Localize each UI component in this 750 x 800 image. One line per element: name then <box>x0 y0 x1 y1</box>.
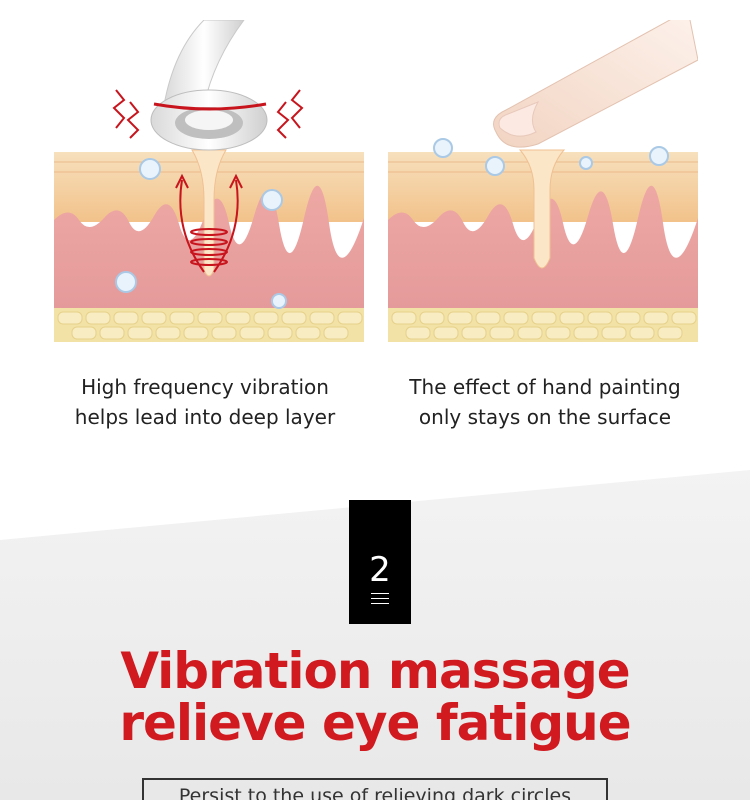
caption-hand-painting: The effect of hand painting only stays o… <box>385 372 705 432</box>
skin-layers-illustration <box>54 20 364 342</box>
headline-line1: Vibration massage <box>120 642 630 700</box>
headline-line2: relieve eye fatigue <box>119 694 631 752</box>
caption-vibration-line1: High frequency vibration <box>81 375 329 399</box>
caption-vibration-line2: helps lead into deep layer <box>74 405 336 429</box>
skin-diagram-vibration <box>54 20 364 350</box>
menu-lines-icon <box>371 593 389 608</box>
zigzag-vibration-icon <box>112 89 304 139</box>
subtitle-text: Persist to the use of relieving dark cir… <box>178 785 572 800</box>
section-number-badge: 2 <box>349 500 411 624</box>
caption-hand-line2: only stays on the surface <box>418 405 672 429</box>
caption-vibration: High frequency vibration helps lead into… <box>45 372 365 432</box>
subtitle-box <box>142 778 608 800</box>
massage-wand-icon <box>150 20 268 151</box>
skin-layers-illustration-hand <box>388 20 698 342</box>
caption-hand-line1: The effect of hand painting <box>409 375 681 399</box>
water-bubble-icon <box>115 158 287 309</box>
lead-arrows <box>175 173 243 273</box>
page-headline: Vibration massage relieve eye fatigue <box>0 645 750 749</box>
finger-icon <box>493 20 698 148</box>
water-bubble-icon <box>433 138 669 176</box>
section-number: 2 <box>369 550 391 590</box>
skin-diagram-hand <box>388 20 698 350</box>
